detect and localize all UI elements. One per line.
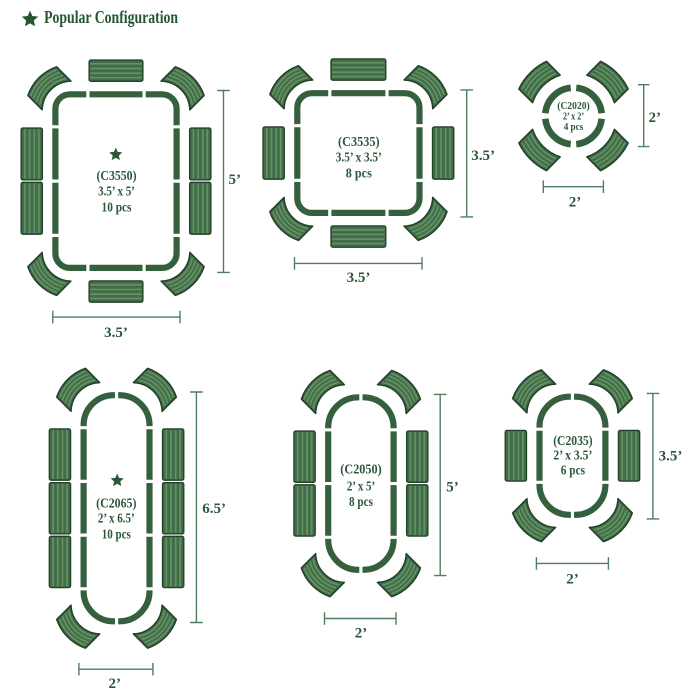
svg-text:2’ x 6.5’: 2’ x 6.5’ bbox=[98, 512, 135, 527]
svg-text:2’: 2’ bbox=[355, 626, 368, 642]
svg-text:Popular Configuration: Popular Configuration bbox=[44, 7, 178, 27]
svg-text:2’ x 5’: 2’ x 5’ bbox=[347, 479, 375, 494]
svg-text:(C3535): (C3535) bbox=[338, 135, 380, 150]
svg-text:3.5’ x 5’: 3.5’ x 5’ bbox=[98, 185, 135, 200]
svg-text:(C2035): (C2035) bbox=[553, 434, 593, 449]
svg-text:8 pcs: 8 pcs bbox=[346, 167, 372, 182]
svg-text:2’: 2’ bbox=[649, 110, 662, 126]
svg-text:6 pcs: 6 pcs bbox=[561, 463, 586, 478]
svg-text:3.5’: 3.5’ bbox=[471, 148, 495, 164]
svg-text:2’: 2’ bbox=[108, 676, 121, 692]
svg-text:(C2020): (C2020) bbox=[557, 100, 590, 112]
svg-text:2’ x 3.5’: 2’ x 3.5’ bbox=[553, 448, 592, 463]
svg-text:8 pcs: 8 pcs bbox=[349, 495, 373, 510]
svg-text:2’: 2’ bbox=[569, 195, 582, 211]
svg-text:3.5’: 3.5’ bbox=[347, 270, 371, 286]
svg-text:(C2065): (C2065) bbox=[96, 497, 137, 512]
svg-text:2’: 2’ bbox=[566, 572, 579, 588]
svg-text:(C2050): (C2050) bbox=[340, 462, 382, 477]
svg-text:3.5’: 3.5’ bbox=[104, 325, 128, 341]
svg-text:3.5’: 3.5’ bbox=[659, 449, 683, 465]
svg-text:10 pcs: 10 pcs bbox=[102, 201, 132, 216]
svg-text:6.5’: 6.5’ bbox=[202, 501, 226, 517]
svg-text:(C3550): (C3550) bbox=[97, 169, 137, 184]
svg-text:5’: 5’ bbox=[446, 480, 459, 496]
svg-text:4 pcs: 4 pcs bbox=[564, 121, 584, 133]
svg-text:3.5’ x 3.5’: 3.5’ x 3.5’ bbox=[336, 151, 382, 166]
svg-text:10 pcs: 10 pcs bbox=[102, 528, 132, 543]
svg-text:5’: 5’ bbox=[229, 172, 242, 188]
svg-text:2’ x 2’: 2’ x 2’ bbox=[563, 111, 584, 123]
